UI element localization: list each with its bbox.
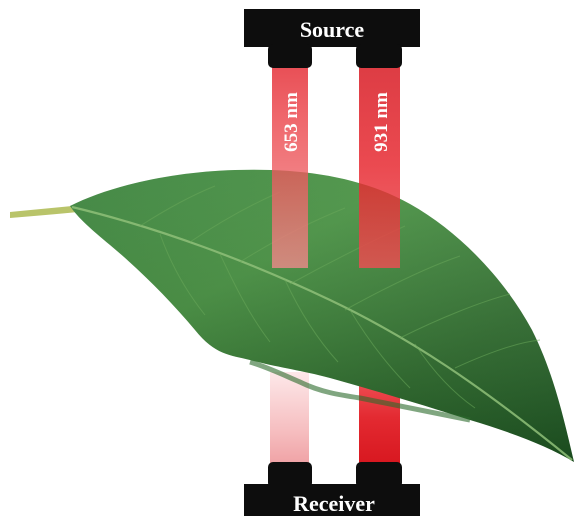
source-emitter-right bbox=[356, 44, 402, 68]
beam-653-label: 653 nm bbox=[281, 92, 302, 152]
beam-931-label: 931 nm bbox=[371, 92, 392, 152]
leaf-petiole bbox=[10, 206, 78, 218]
receiver-label: Receiver bbox=[293, 491, 375, 516]
source-emitter-left bbox=[268, 44, 312, 68]
beam-653-lower bbox=[270, 372, 309, 468]
leaf bbox=[70, 170, 574, 462]
source-label: Source bbox=[300, 17, 365, 42]
